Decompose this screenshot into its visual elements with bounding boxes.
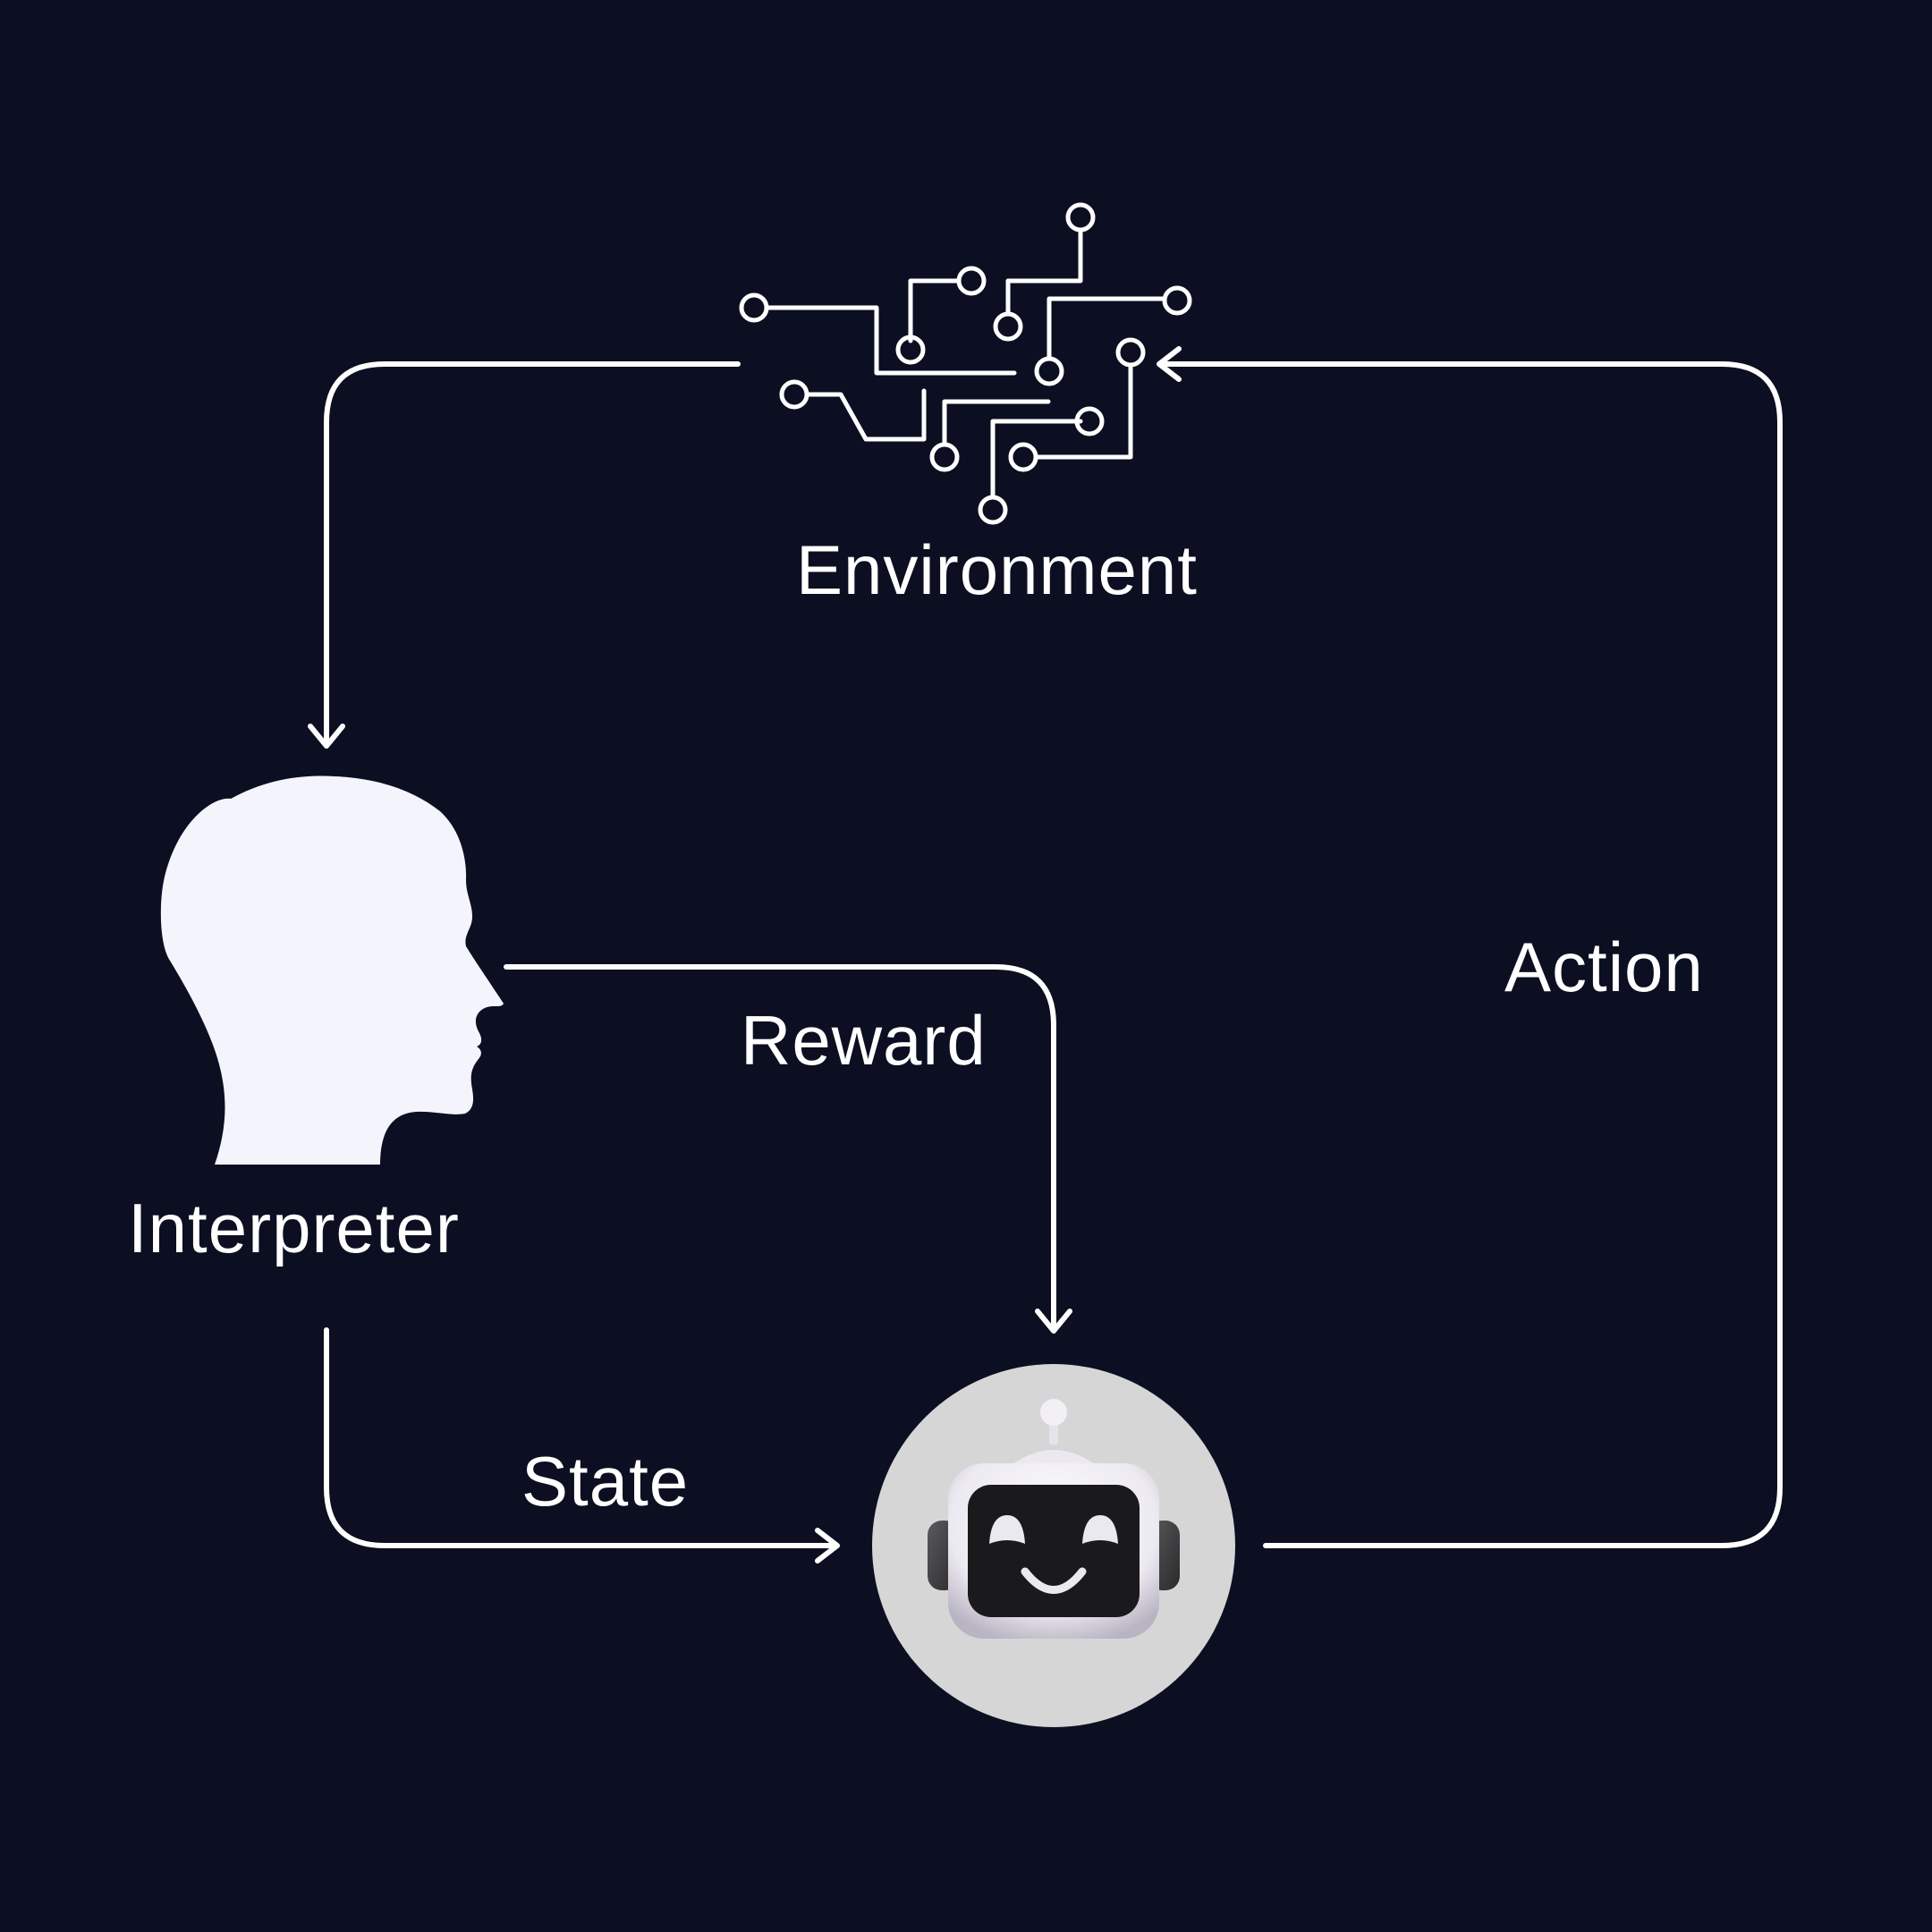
environment-to-interpreter-arrow bbox=[308, 361, 741, 749]
circuit-icon bbox=[739, 202, 1192, 525]
robot-icon bbox=[872, 1364, 1235, 1727]
action-label: Action bbox=[1504, 928, 1704, 1006]
action-arrow bbox=[1157, 346, 1783, 1548]
interpreter-label: Interpreter bbox=[128, 1189, 460, 1267]
reward-label: Reward bbox=[741, 1001, 987, 1080]
human-head-icon bbox=[160, 775, 504, 1165]
state-label: State bbox=[521, 1442, 690, 1521]
state-arrow bbox=[324, 1327, 840, 1563]
reward-arrow bbox=[504, 964, 1072, 1334]
environment-label: Environment bbox=[796, 530, 1198, 609]
